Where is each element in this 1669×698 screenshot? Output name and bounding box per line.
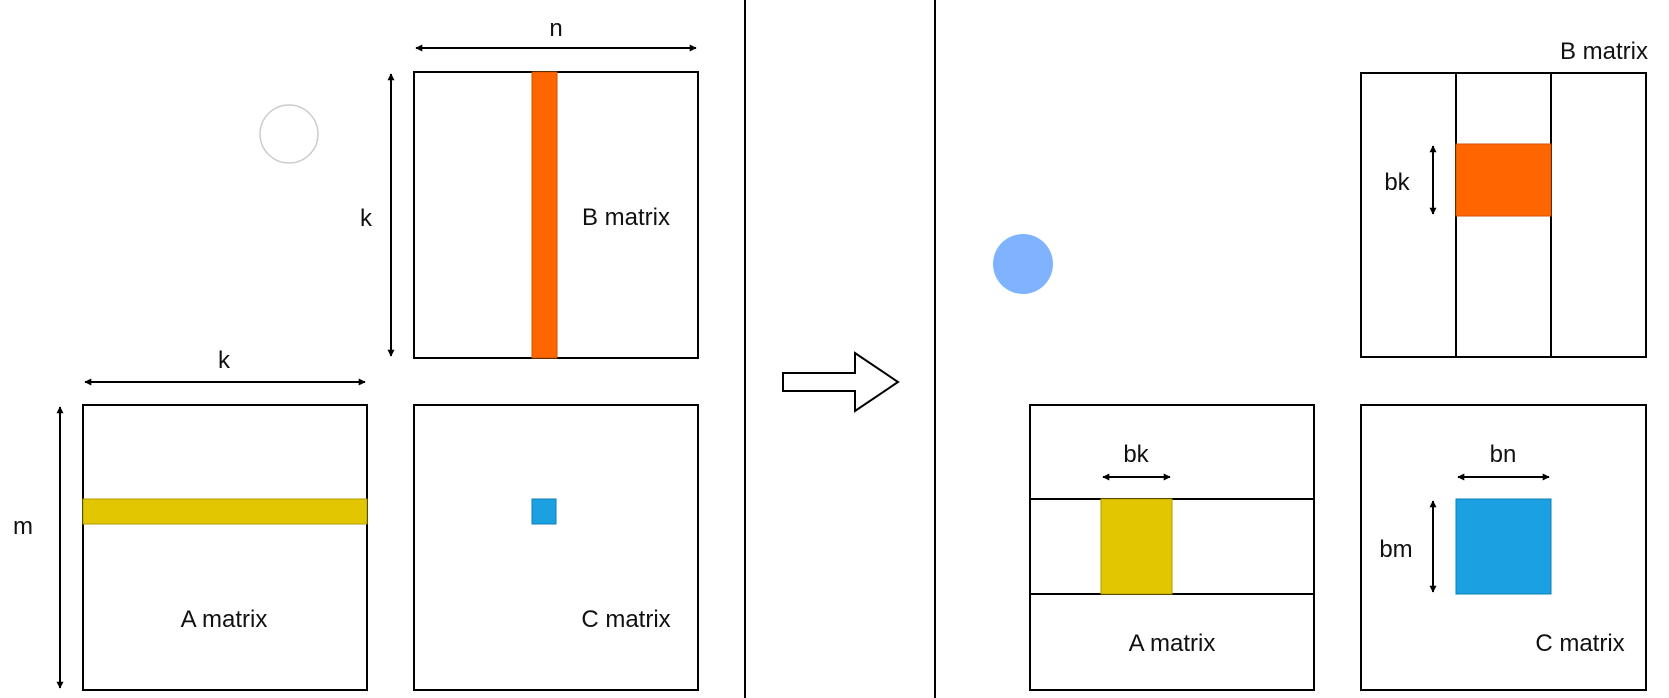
b-matrix-tiled-label: B matrix (1560, 38, 1648, 65)
bk-label-b: bk (1384, 169, 1410, 196)
bk-label-a: bk (1123, 441, 1149, 468)
k-dimension-label-b: k (360, 205, 373, 232)
outline-circle (259, 104, 319, 164)
b-matrix-label: B matrix (582, 204, 670, 231)
a-matrix-box (82, 404, 368, 691)
bn-label: bn (1490, 441, 1517, 468)
k-dimension-label-a: k (218, 347, 231, 374)
c-matrix-tiled: bn bm C matrix (1360, 404, 1647, 691)
b-tile-block (1455, 143, 1552, 217)
bm-label: bm (1379, 536, 1412, 563)
a-matrix-tiled: bk A matrix (1029, 404, 1315, 691)
c-matrix-box (413, 404, 699, 691)
a-tile-block (1100, 498, 1173, 595)
a-matrix-full: A matrix (82, 404, 368, 691)
b-matrix-column-strip (531, 71, 558, 359)
b-matrix-full: B matrix (413, 71, 699, 359)
c-matrix-label: C matrix (581, 606, 670, 633)
n-dimension-label: n (549, 15, 562, 42)
a-matrix-label: A matrix (181, 606, 268, 633)
a-matrix-tiled-label: A matrix (1129, 630, 1216, 657)
c-tile-block (1455, 498, 1552, 595)
c-matrix-element (531, 498, 557, 525)
right-arrow-icon (782, 351, 900, 413)
m-dimension-label: m (13, 513, 33, 540)
blue-dot (993, 234, 1053, 294)
c-matrix-tiled-label: C matrix (1535, 630, 1624, 657)
b-matrix-tiled: B matrix bk (1360, 38, 1648, 358)
a-matrix-row-strip (82, 498, 368, 525)
c-matrix-full: C matrix (413, 404, 699, 691)
